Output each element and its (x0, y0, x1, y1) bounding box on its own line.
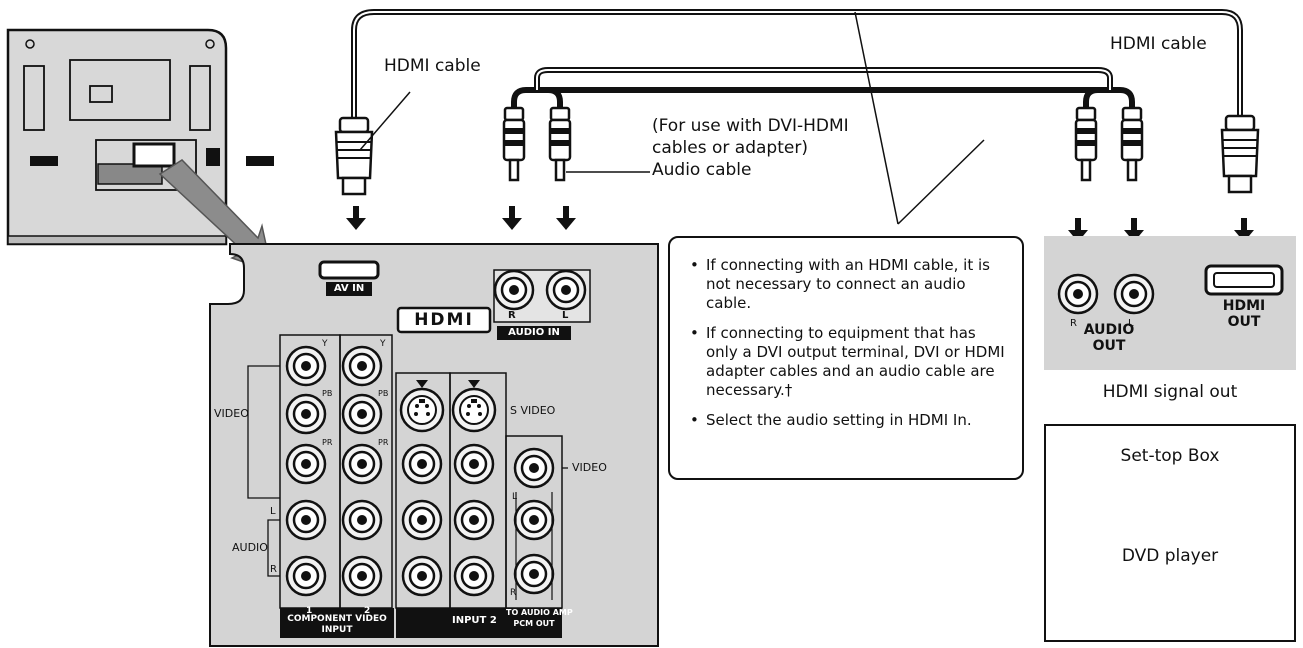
audio-in-l-label: L (562, 310, 569, 321)
hdmi-logo: HDMI (414, 310, 474, 330)
audio-in-r-label: R (508, 310, 516, 321)
pr-label-1: PR (322, 438, 333, 447)
audio-out-label: AUDIO (1083, 322, 1135, 338)
pcm-out-label: PCM OUT (513, 619, 555, 628)
note-item: Select the audio setting in HDMI In. (690, 411, 1012, 430)
audio-in-label: AUDIO IN (508, 327, 560, 338)
source-devices-box: Set-top Box DVD player (1044, 424, 1296, 642)
set-top-box-label: Set-top Box (1120, 446, 1220, 466)
audio-out-l-label: L (1128, 318, 1134, 329)
component-2-number: 2 (364, 606, 371, 616)
notes-box: If connecting with an HDMI cable, it is … (668, 236, 1024, 480)
dvd-player-label: DVD player (1121, 546, 1219, 566)
component-video-label: COMPONENT VIDEO (287, 614, 387, 624)
hdmi-cable-label: HDMI cable (384, 56, 481, 76)
audio-l-label: L (270, 506, 276, 517)
pr-label-2: PR (378, 438, 389, 447)
av-in-label: AV IN (333, 283, 365, 294)
source-terminal-panel (1044, 236, 1296, 370)
dvi-note-line-1: (For use with DVI-HDMI (652, 116, 849, 136)
y-label-2: Y (380, 339, 386, 349)
hdmi-out-label-2: OUT (1227, 314, 1261, 330)
hdmi-cable-label-right: HDMI cable (1110, 34, 1207, 54)
note-item: If connecting to equipment that has only… (690, 324, 1012, 400)
to-audio-amp-label: TO AUDIO AMP (506, 608, 573, 617)
hdmi-out-label: HDMI (1222, 298, 1266, 314)
audio-out-label-2: OUT (1092, 338, 1126, 354)
video-right-label: VIDEO (572, 461, 607, 474)
component-input-label: INPUT (321, 625, 353, 635)
cables (351, 9, 1243, 121)
component-1-number: 1 (306, 606, 313, 616)
tv-terminal-panel (209, 243, 659, 647)
pcm-r-label: R (510, 588, 517, 598)
audio-r-label: R (270, 564, 277, 575)
video-side-label: VIDEO (214, 407, 249, 420)
audio-cable-label: Audio cable (652, 160, 752, 180)
pcm-l-label: L (512, 492, 518, 502)
pb-label-2: PB (378, 389, 389, 398)
s-video-label: S VIDEO (510, 404, 556, 417)
tv-back-thumbnail (6, 28, 274, 246)
audio-side-label: AUDIO (232, 541, 268, 554)
note-item: If connecting with an HDMI cable, it is … (690, 256, 1012, 313)
hdmi-signal-out-label: HDMI signal out (1102, 382, 1238, 402)
audio-out-r-label: R (1070, 318, 1077, 329)
y-label-1: Y (322, 339, 328, 349)
dvi-note-line-2: cables or adapter) (652, 138, 808, 158)
pb-label-1: PB (322, 389, 333, 398)
input-2-label: INPUT 2 (452, 615, 497, 626)
